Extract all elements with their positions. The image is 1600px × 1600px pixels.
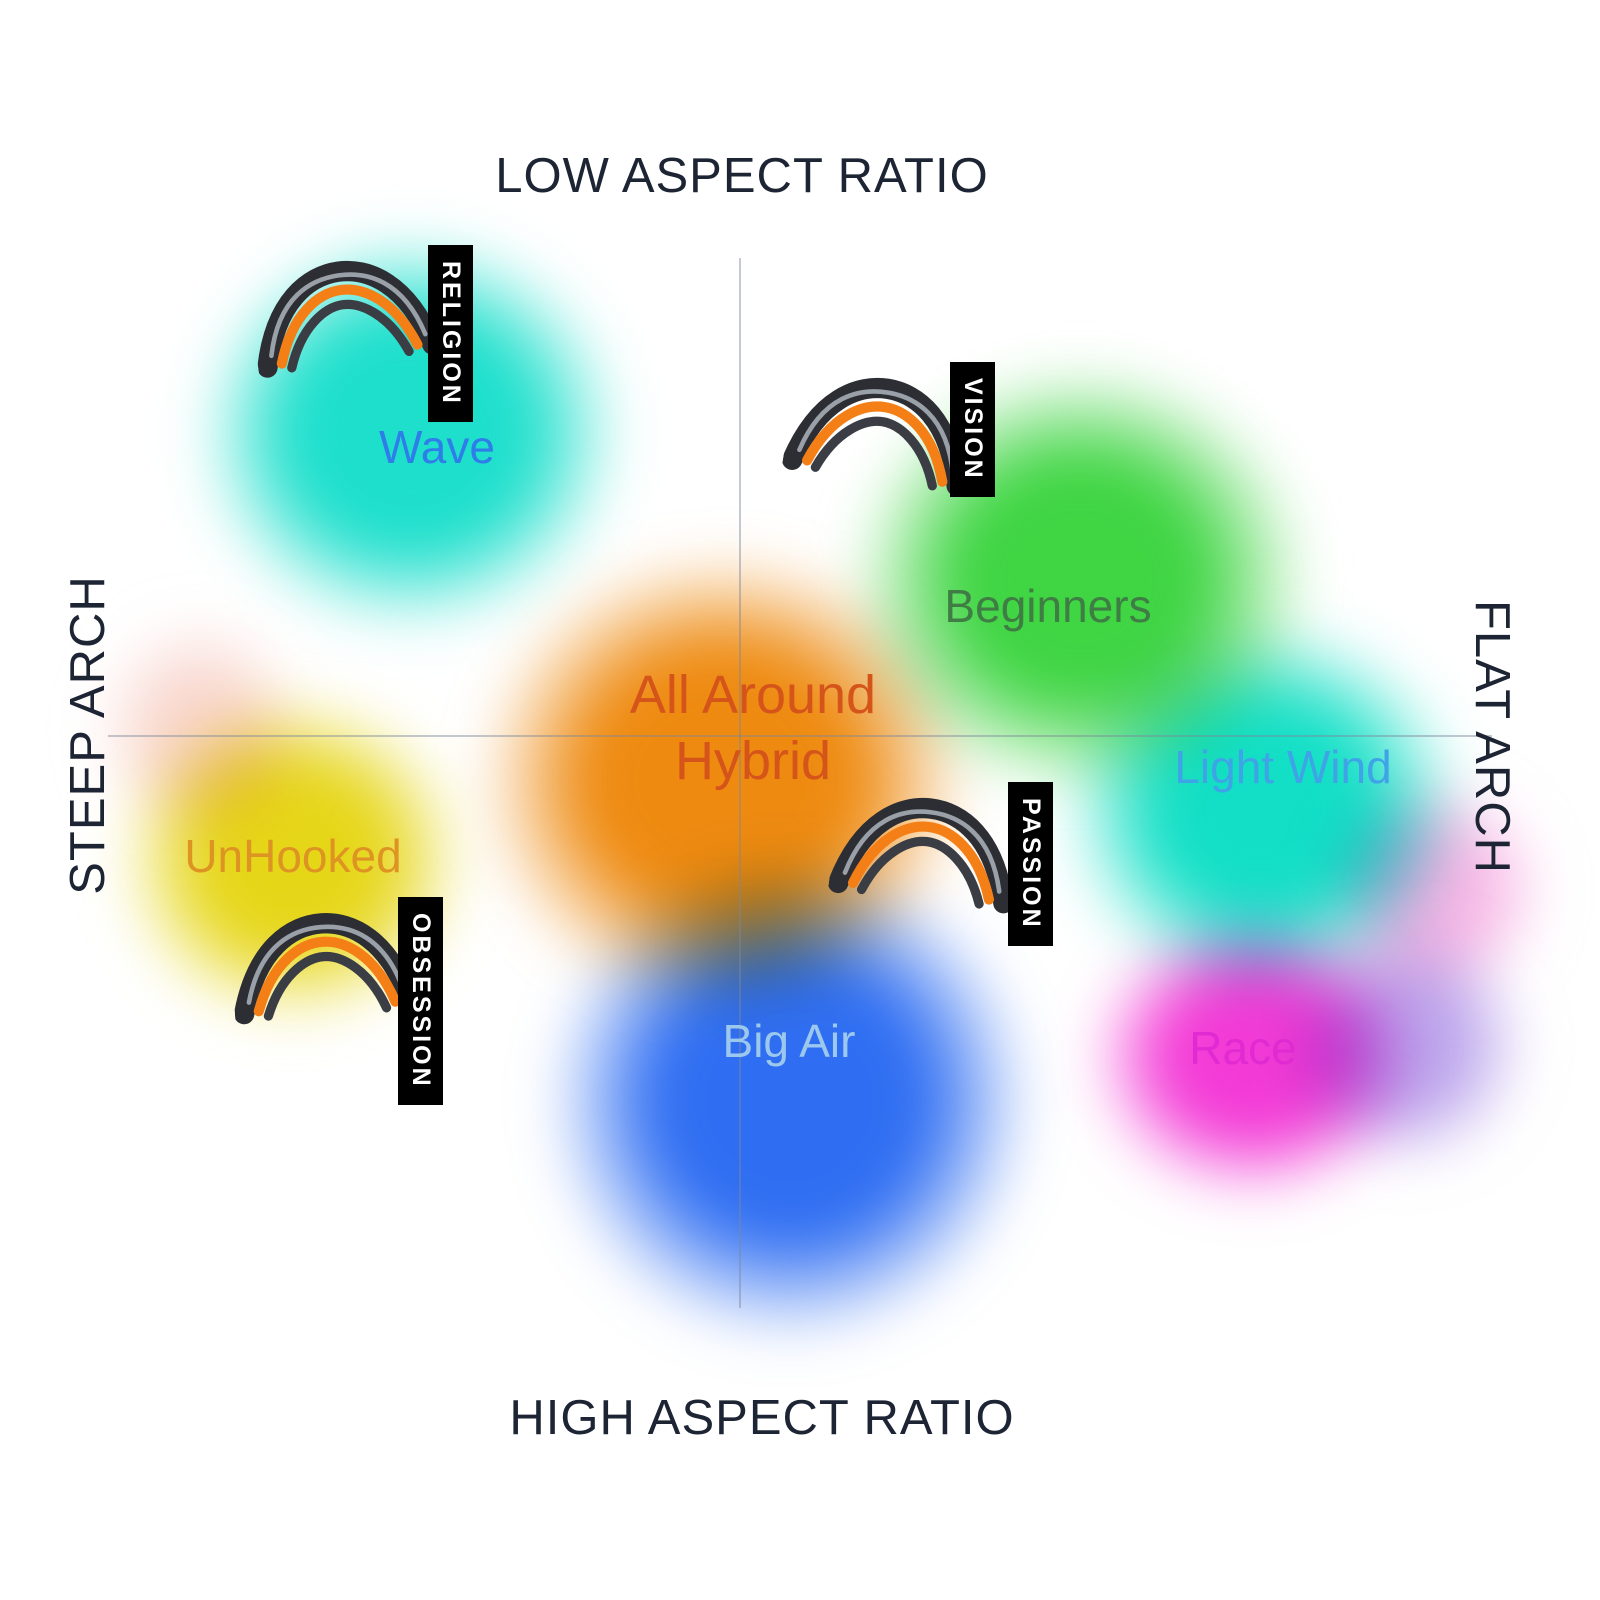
kite-canopy-icon [826,781,1025,928]
kite-tag-obsession: OBSESSION [398,897,443,1105]
horizontal-axis-line [108,735,1492,737]
hybrid-region-blob [395,475,1050,1085]
hybrid-label-line1: All Around [629,665,877,725]
category-label-wave: Wave [379,421,495,473]
category-label-unhooked: UnHooked [184,830,402,882]
hybrid-label-line2: Hybrid [674,731,832,791]
category-label-all-around-hybrid: All Around Hybrid [473,662,1033,794]
kite-passion: PASSION [833,782,1053,946]
kite-canopy-icon [228,901,421,1039]
category-label-race: Race [1189,1022,1297,1074]
kite-tag-vision: VISION [950,362,995,497]
axis-label-steep-arch: STEEP ARCH [61,575,115,895]
axis-label-low-aspect-ratio: LOW ASPECT RATIO [495,149,989,203]
vertical-axis-line [739,258,741,1308]
kite-religion: RELIGION [252,245,473,422]
kite-canopy-icon [244,243,445,393]
axis-label-high-aspect-ratio: HIGH ASPECT RATIO [509,1391,1015,1445]
kite-tag-passion: PASSION [1008,782,1053,946]
category-label-beginners: Beginners [944,580,1152,632]
kite-vision: VISION [788,362,995,497]
kite-obsession: OBSESSION [232,897,443,1105]
kite-tag-religion: RELIGION [428,245,473,422]
category-label-big-air: Big Air [722,1015,856,1067]
axis-label-flat-arch: FLAT ARCH [1465,599,1519,875]
category-label-light-wind: Light Wind [1174,741,1392,793]
